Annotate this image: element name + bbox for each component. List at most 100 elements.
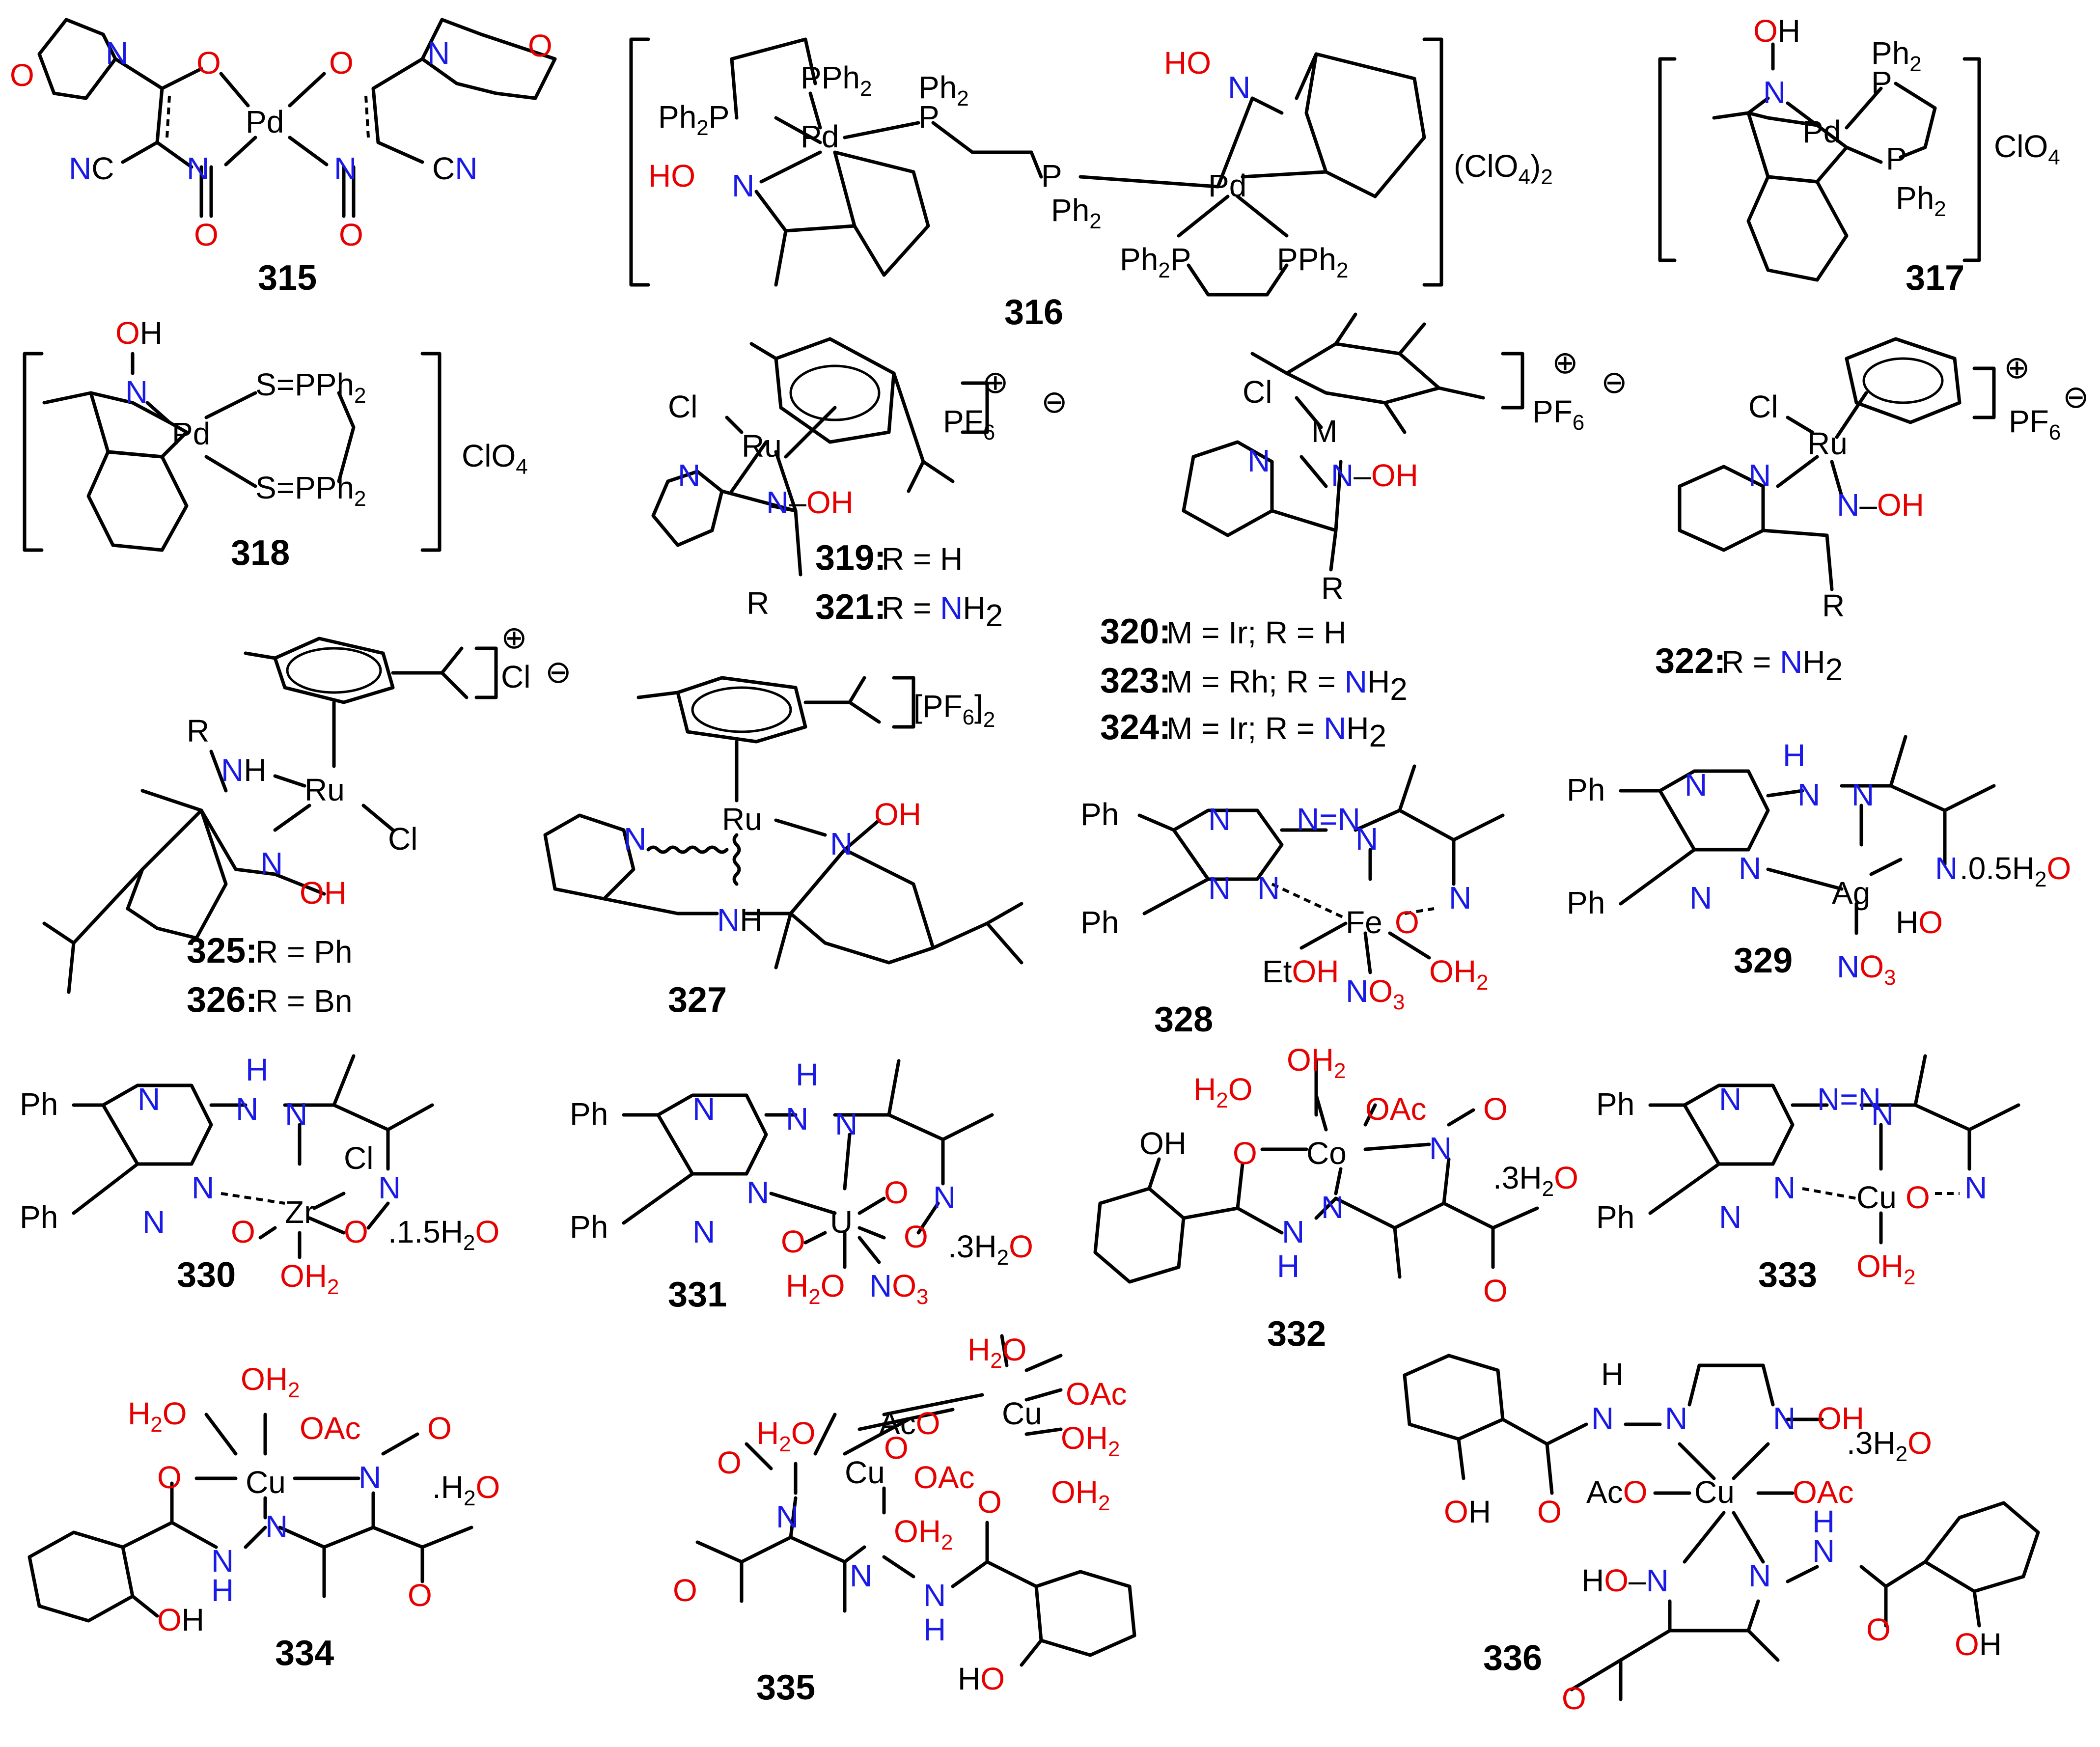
svg-text:Ph2P: Ph2P — [1120, 242, 1191, 282]
svg-text:N: N — [830, 826, 853, 861]
svg-text:R = Ph: R = Ph — [255, 934, 352, 970]
compound-332: OH O Co OAc H2O OH2 N O N N H O .3H2O 33… — [1093, 1042, 1578, 1354]
svg-text:O: O — [157, 1460, 182, 1495]
svg-text:N: N — [1748, 458, 1771, 493]
svg-text:N: N — [1739, 851, 1761, 886]
svg-text:Cl: Cl — [344, 1140, 373, 1176]
svg-text:Ph2: Ph2 — [918, 70, 969, 111]
svg-text:N: N — [835, 1106, 857, 1141]
svg-text:NO3: NO3 — [1346, 973, 1405, 1014]
compound-number: 317 — [1906, 258, 1964, 298]
compound-318: OH N Pd S=PPh2 S=PPh2 ClO4 318 — [23, 315, 528, 573]
svg-text:Cu: Cu — [1002, 1396, 1042, 1431]
svg-text:N: N — [1719, 1199, 1741, 1235]
svg-text:N: N — [260, 846, 283, 881]
svg-text:M: M — [1311, 414, 1337, 449]
compound-320-323-324: Cl M N N–OH R PF6 ⊕ ⊖ 320: M = Ir; R = H… — [1100, 312, 1628, 753]
svg-text:N–OH: N–OH — [766, 485, 854, 520]
svg-text:NH: NH — [717, 902, 762, 938]
svg-text:OH2: OH2 — [241, 1361, 300, 1402]
svg-text:M = Ir; R = H: M = Ir; R = H — [1166, 615, 1346, 650]
svg-text:Ph2: Ph2 — [1871, 35, 1922, 76]
svg-text:Cu: Cu — [1856, 1180, 1897, 1215]
compound-number: 334 — [275, 1634, 334, 1673]
svg-text:.3H2O: .3H2O — [1493, 1160, 1578, 1201]
svg-text:N: N — [1355, 821, 1378, 857]
svg-text:O: O — [196, 45, 221, 81]
svg-text:H2O: H2O — [1193, 1072, 1252, 1112]
svg-text:O: O — [1483, 1273, 1508, 1308]
svg-text:HO: HO — [1164, 45, 1211, 81]
svg-text:N: N — [1964, 1170, 1987, 1205]
compound-325-326: R NH Ru Cl N OH Cl ⊕ ⊖ 325: R = Ph 326: … — [42, 620, 572, 1020]
svg-text:H: H — [211, 1573, 234, 1608]
compound-327: Ru N NH N OH [PF6]2 327 — [543, 676, 1023, 1020]
svg-text:O: O — [1395, 905, 1419, 940]
svg-text:N: N — [933, 1180, 956, 1215]
svg-text:PF6: PF6 — [2009, 404, 2061, 444]
svg-text:Cl: Cl — [1243, 374, 1272, 410]
svg-text:N: N — [334, 151, 357, 186]
svg-text:O: O — [884, 1175, 909, 1210]
svg-text:Ph: Ph — [1567, 772, 1605, 807]
svg-text:N: N — [285, 1096, 307, 1132]
svg-text:P: P — [1886, 141, 1907, 176]
svg-text:H: H — [246, 1052, 268, 1087]
svg-text:P: P — [1041, 158, 1062, 194]
svg-text:N: N — [138, 1081, 160, 1117]
svg-text:⊖: ⊖ — [545, 654, 572, 690]
compound-number: 321: — [815, 587, 886, 627]
svg-text:⊖: ⊖ — [1041, 384, 1068, 419]
svg-text:H2O: H2O — [967, 1332, 1026, 1373]
svg-text:Ph2P: Ph2P — [658, 99, 729, 140]
svg-text:O: O — [427, 1411, 452, 1446]
svg-text:HO: HO — [958, 1661, 1005, 1696]
svg-text:O: O — [329, 45, 354, 81]
svg-text:⊖: ⊖ — [1601, 364, 1628, 400]
svg-text:Cl: Cl — [501, 659, 530, 694]
svg-text:N=N: N=N — [1817, 1081, 1881, 1117]
svg-text:Ag: Ag — [1832, 875, 1870, 911]
compound-329: Ph Ph N H N N N N Ag N .0.5H2O HO NO3 32… — [1567, 735, 2071, 990]
svg-text:N: N — [692, 1214, 715, 1249]
svg-text:OH: OH — [1753, 13, 1800, 49]
svg-text:OH2: OH2 — [1051, 1474, 1110, 1515]
svg-text:CN: CN — [432, 151, 477, 186]
compound-number: 326: — [187, 980, 257, 1020]
svg-text:N: N — [1685, 767, 1707, 803]
svg-text:OH: OH — [1444, 1494, 1491, 1529]
svg-text:HO: HO — [648, 158, 695, 194]
svg-text:Ph: Ph — [1596, 1086, 1634, 1122]
svg-text:OAc: OAc — [300, 1411, 360, 1446]
svg-text:AcO: AcO — [1586, 1474, 1647, 1510]
svg-text:N: N — [378, 1170, 401, 1205]
svg-text:O: O — [977, 1484, 1002, 1520]
svg-text:Co: Co — [1306, 1136, 1347, 1171]
svg-text:N: N — [1773, 1401, 1796, 1436]
compound-322: Cl Ru N N–OH R PF6 ⊕ ⊖ 322: R = NH2 — [1655, 337, 2089, 687]
svg-text:H2O: H2O — [128, 1396, 187, 1437]
svg-text:Ph: Ph — [570, 1209, 608, 1245]
compound-number: 335 — [756, 1668, 815, 1707]
svg-text:N–OH: N–OH — [1837, 487, 1924, 523]
svg-text:OAc: OAc — [1365, 1091, 1426, 1127]
compound-number: 320: — [1100, 612, 1171, 651]
svg-text:R = NH2: R = NH2 — [1721, 644, 1843, 687]
svg-text:OAc: OAc — [1066, 1376, 1127, 1412]
svg-text:U: U — [830, 1204, 853, 1240]
svg-text:H: H — [796, 1057, 818, 1092]
svg-text:Ph: Ph — [570, 1096, 608, 1132]
svg-text:HO–N: HO–N — [1581, 1563, 1669, 1598]
svg-text:N–OH: N–OH — [1331, 458, 1418, 493]
svg-text:O: O — [673, 1573, 697, 1608]
svg-text:NO3: NO3 — [1837, 949, 1896, 990]
svg-text:R = H: R = H — [882, 541, 963, 577]
svg-text:N: N — [1797, 777, 1820, 812]
compound-number: 327 — [668, 980, 727, 1020]
svg-text:N: N — [678, 458, 700, 493]
svg-text:⊕: ⊕ — [982, 364, 1009, 400]
svg-text:N: N — [1719, 1081, 1741, 1117]
svg-text:N: N — [187, 151, 209, 186]
svg-text:R: R — [1822, 588, 1845, 623]
svg-text:EtOH: EtOH — [1262, 954, 1339, 989]
